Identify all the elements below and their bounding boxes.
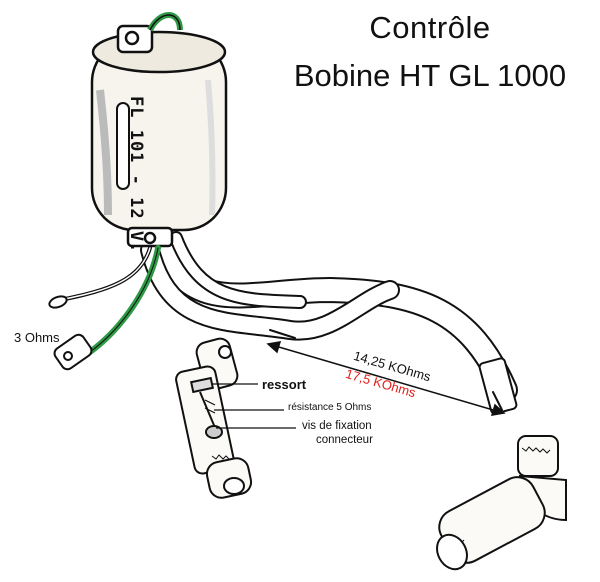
label-screw-line1: vis de fixation	[302, 420, 372, 432]
coil-marking-text: FL 101 - 12 V.	[126, 96, 146, 254]
label-screw-line2: connecteur	[316, 434, 373, 446]
label-primary-resistance: 3 Ohms	[14, 330, 60, 345]
label-spring: ressort	[262, 377, 307, 392]
suppressor-cap-elbow	[436, 435, 567, 571]
wire-terminals	[48, 295, 93, 371]
ht-lead	[140, 227, 518, 415]
measure-arrow	[266, 341, 506, 416]
label-resistor: résistance 5 Ohms	[288, 402, 372, 413]
suppressor-cap-straight	[175, 337, 253, 499]
title-line-1: Contrôle	[369, 10, 491, 45]
title-line-2: Bobine HT GL 1000	[293, 58, 567, 93]
coil-body	[90, 12, 228, 248]
callout-leaders	[212, 383, 296, 429]
primary-wires	[58, 245, 161, 355]
